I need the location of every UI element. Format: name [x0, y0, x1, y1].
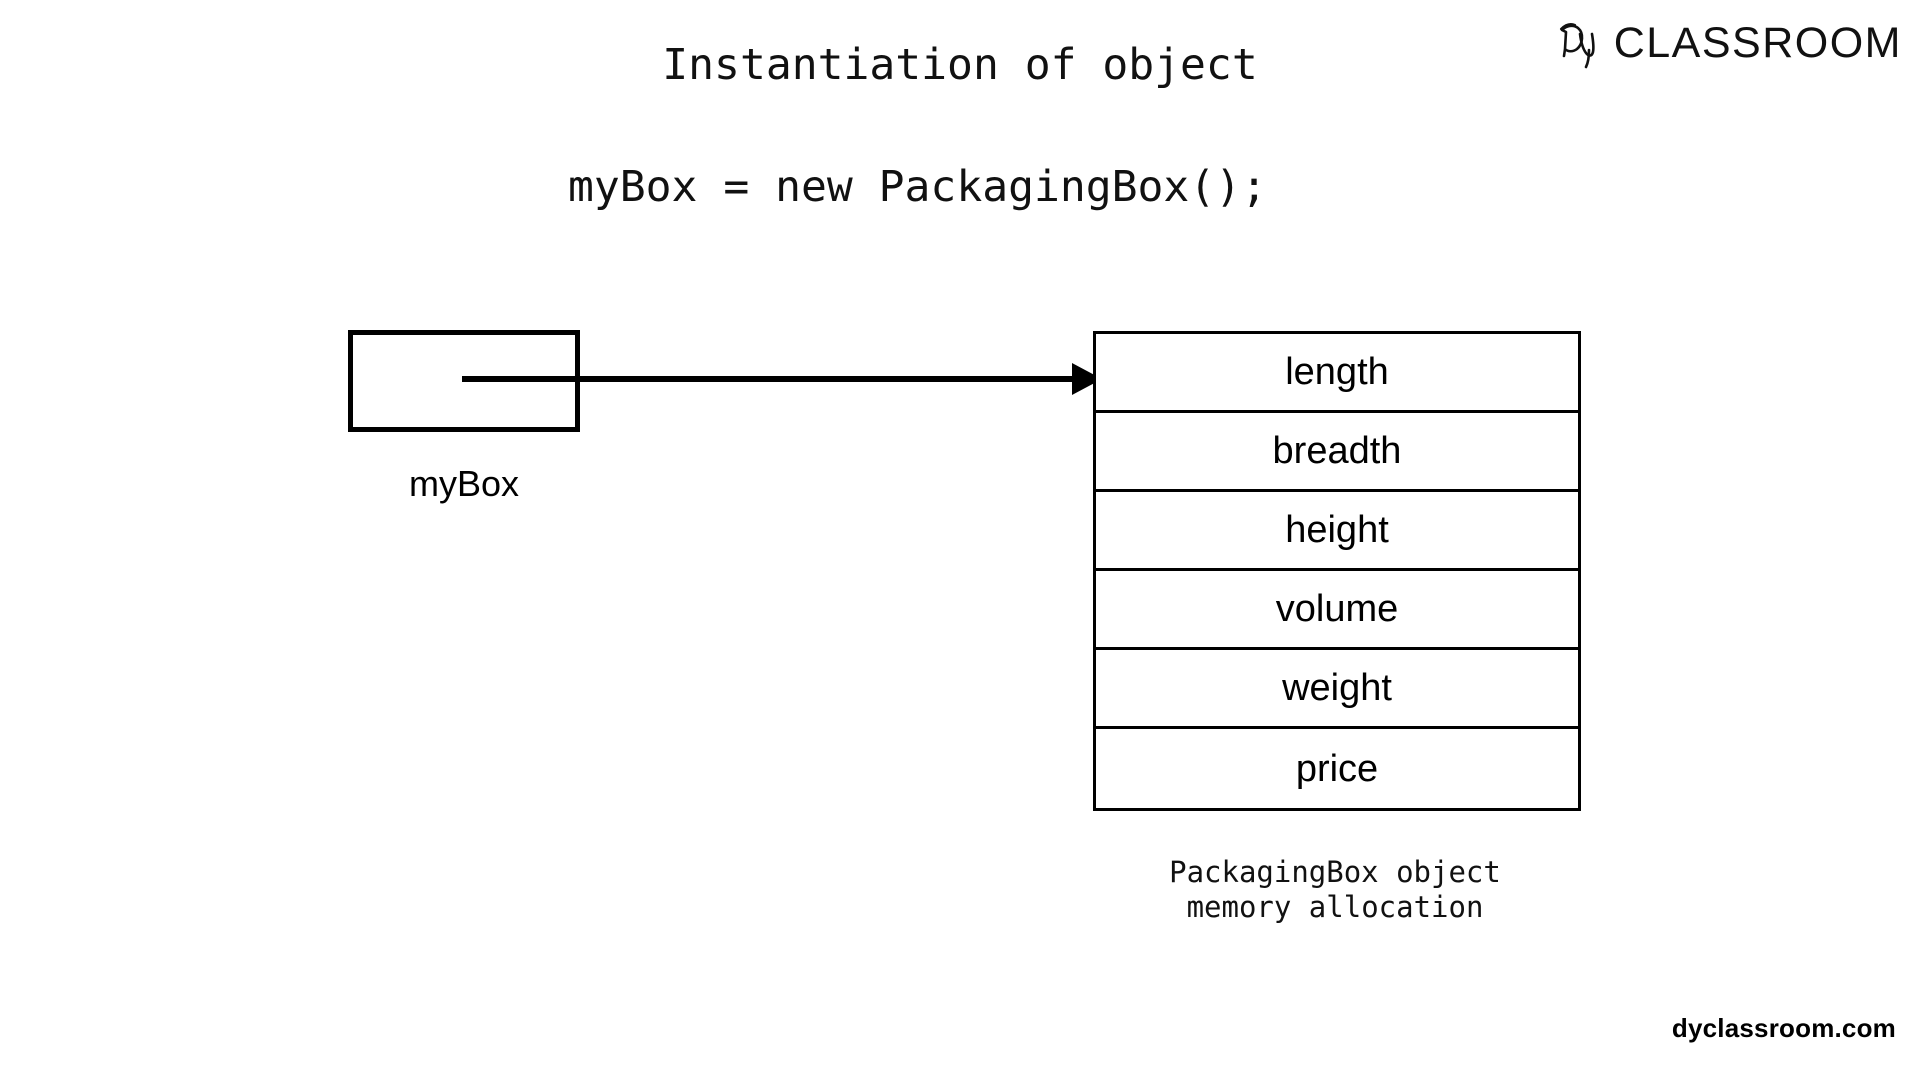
dy-monogram-icon — [1559, 23, 1595, 69]
reference-variable-label: myBox — [408, 463, 520, 504]
table-row: weight — [1096, 650, 1578, 729]
table-row: volume — [1096, 571, 1578, 650]
table-row: length — [1096, 334, 1578, 413]
field-name: breadth — [1272, 430, 1402, 472]
table-row: price — [1096, 729, 1578, 808]
object-memory-caption: PackagingBox object memory allocation — [1169, 855, 1501, 925]
field-name: weight — [1282, 667, 1392, 709]
field-name: volume — [1275, 588, 1399, 630]
reference-variable-box — [348, 330, 580, 432]
code-statement: myBox = new PackagingBox(); — [568, 162, 1267, 212]
brand-logo: CLASSROOM — [1556, 14, 1902, 72]
table-row: breadth — [1096, 413, 1578, 492]
object-memory-table: length breadth height volume weight pric… — [1093, 331, 1581, 811]
table-row: height — [1096, 492, 1578, 571]
field-name: height — [1285, 509, 1389, 551]
footer-url: dyclassroom.com — [1671, 1013, 1896, 1043]
slide-title: Instantiation of object — [662, 40, 1258, 90]
field-name: price — [1295, 747, 1379, 790]
field-name: length — [1285, 351, 1389, 393]
logo-wordmark: CLASSROOM — [1613, 18, 1902, 67]
